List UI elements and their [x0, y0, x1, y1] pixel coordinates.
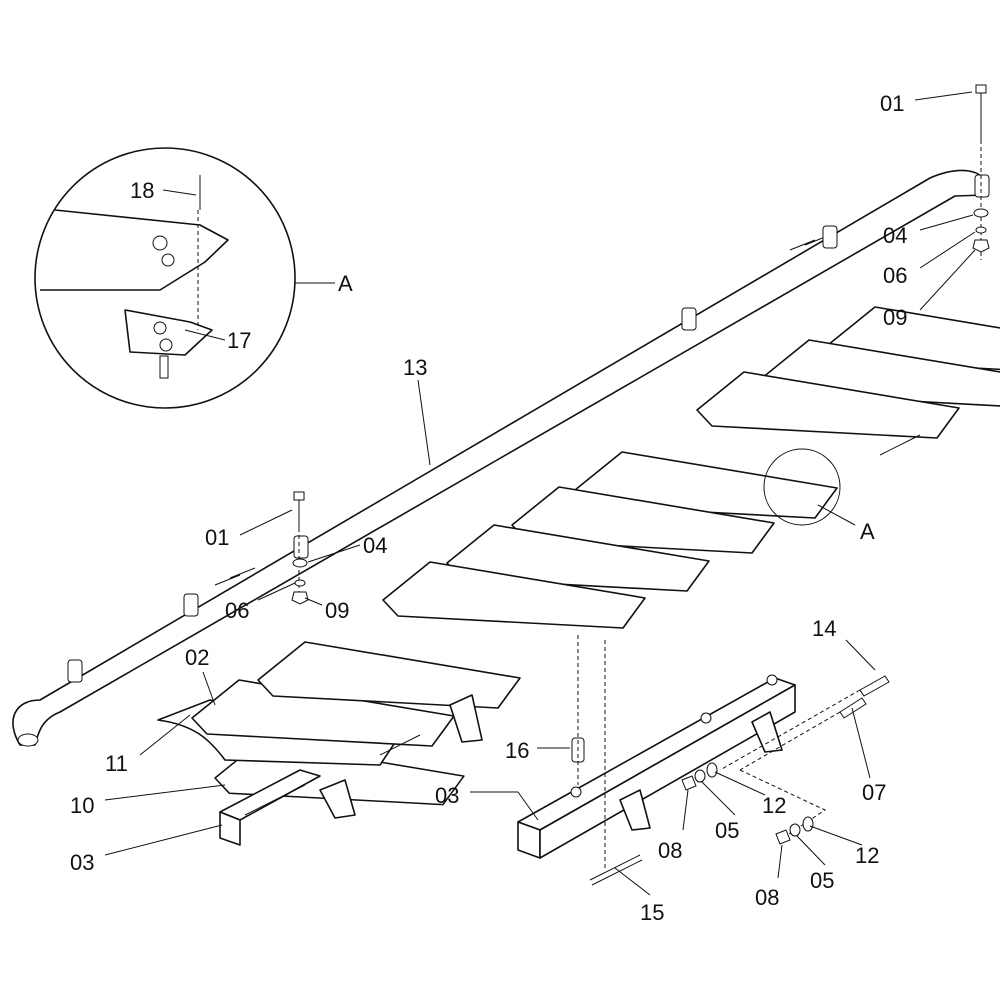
callout-09-mid: 09	[325, 598, 349, 623]
callout-07: 07	[862, 780, 886, 805]
callout-08-upper: 08	[658, 838, 682, 863]
rail-posts	[67, 174, 990, 683]
callout-03-left: 03	[70, 850, 94, 875]
callout-13: 13	[403, 355, 427, 380]
callout-11: 11	[105, 751, 128, 776]
spring-15	[589, 854, 643, 886]
leader-lines	[104, 91, 976, 896]
callout-09-top: 09	[883, 305, 907, 330]
callout-01-top: 01	[880, 91, 904, 116]
callout-04-mid: 04	[363, 533, 387, 558]
callout-01-mid: 01	[205, 525, 229, 550]
callout-17: 17	[227, 328, 251, 353]
callout-06-top: 06	[883, 263, 907, 288]
fasteners-middle	[291, 491, 309, 605]
detail-a-circle	[34, 147, 296, 409]
tread-plates-assembled	[157, 641, 521, 806]
callout-08-lower: 08	[755, 885, 779, 910]
callout-03-right: 03	[435, 783, 459, 808]
callout-16: 16	[505, 738, 529, 763]
callout-05-upper: 05	[715, 818, 739, 843]
callout-18: 18	[130, 178, 154, 203]
callout-14: 14	[812, 616, 836, 641]
callout-a-detail: A	[338, 271, 353, 296]
bolts-14-07	[719, 675, 890, 841]
callout-05-lower: 05	[810, 868, 834, 893]
callout-04-top: 04	[883, 223, 907, 248]
fasteners-top-right	[972, 84, 990, 260]
beam-03-left	[219, 434, 921, 846]
callout-labels: 01 04 06 09 18 A 17 13 01 04 06 09 A 02 …	[70, 91, 907, 925]
callout-06-mid: 06	[225, 598, 249, 623]
callout-15: 15	[640, 900, 664, 925]
nuts-washers	[681, 762, 814, 845]
detail-a-marker	[763, 448, 841, 526]
beam-03-right	[517, 674, 796, 859]
handrail-13	[12, 169, 986, 747]
callout-12-upper: 12	[762, 793, 786, 818]
callout-02: 02	[185, 645, 209, 670]
callout-a-marker: A	[860, 519, 875, 544]
callout-12-lower: 12	[855, 843, 879, 868]
callout-10: 10	[70, 793, 94, 818]
